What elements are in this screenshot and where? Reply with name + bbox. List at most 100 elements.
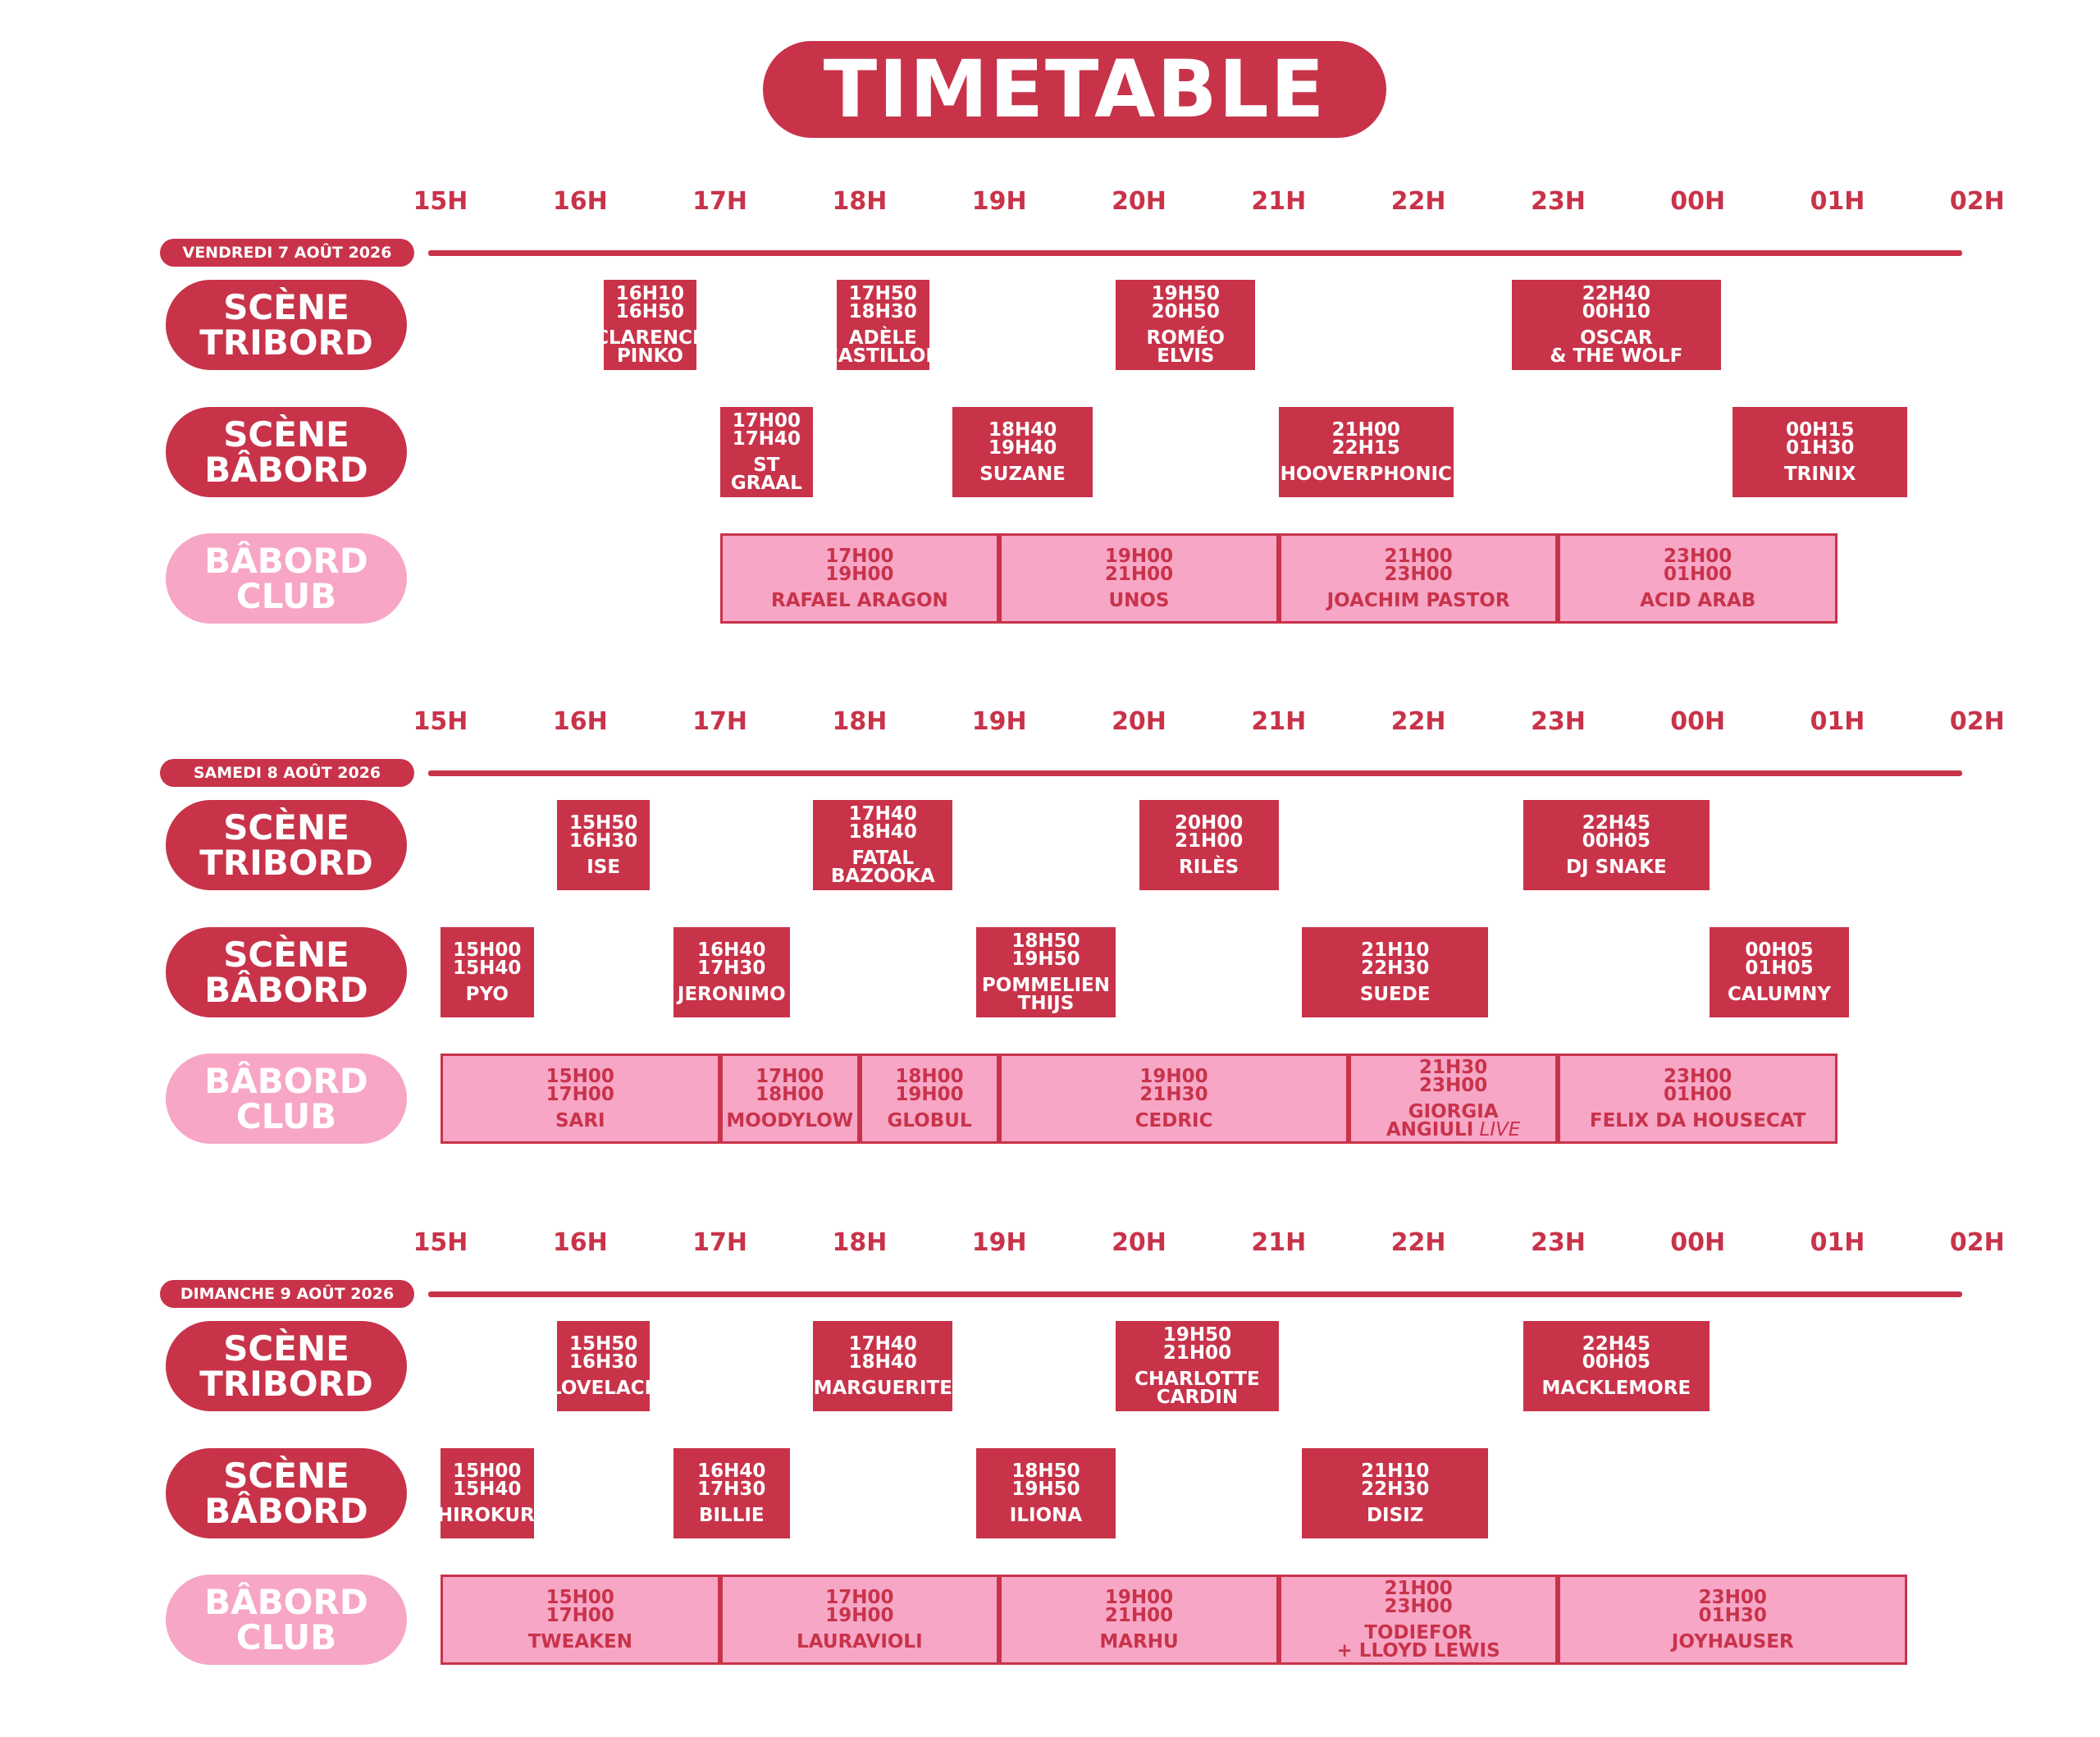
artist-name: FATAL BAZOOKA [831,849,935,886]
hour-label: 23H [1530,1228,1586,1257]
hour-label: 00H [1670,187,1726,216]
slot-start-time: 18H00 [895,1066,964,1087]
artist-name-text: OSCAR & THE WOLF [1550,327,1683,367]
artist-name: LOVELACE [557,1379,651,1398]
artist-name-text: MARHU [1099,1631,1179,1652]
slot-start-time: 22H40 [1582,283,1650,304]
artist-name-text: SARI [555,1110,605,1131]
artist-name: HOOVERPHONIC [1281,465,1452,484]
artist-name-text: GLOBUL [887,1110,972,1131]
day-date-label: SAMEDI 8 AOÛT 2026 [160,759,414,787]
day-date-label: VENDREDI 7 AOÛT 2026 [160,239,414,267]
slot-start-time: 20H00 [1175,812,1244,834]
hour-label: 20H [1112,187,1166,216]
artist-name: ISE [587,857,621,878]
slot-start-time: 23H00 [1664,546,1732,567]
day-date-label: DIMANCHE 9 AOÛT 2026 [160,1280,414,1308]
stage-label-line2: CLUB [235,576,337,616]
artist-name: GLOBUL [887,1110,972,1131]
artist-name-text: ILIONA [1009,1505,1083,1526]
slot-start-time: 19H00 [1104,1587,1174,1608]
performance-slot[interactable]: 15H0015H40SHIROKURO [441,1448,534,1538]
slot-start-time: 23H00 [1664,1066,1732,1087]
slot-end-time: 23H00 [1384,564,1453,585]
artist-name-text: TWEAKEN [527,1631,632,1652]
stage-label-line1: SCÈNE [223,1456,349,1496]
artist-name-text: MOODYLOW [726,1110,854,1131]
artist-name-text: SUEDE [1359,984,1431,1005]
slot-start-time: 17H00 [825,1587,894,1608]
slot-end-time: 17H00 [546,1605,614,1626]
artist-name: DISIZ [1367,1506,1423,1525]
slot-start-time: 21H30 [1419,1057,1488,1078]
slot-start-time: 19H00 [1104,546,1174,567]
slot-end-time: 21H00 [1104,564,1174,585]
stage-label-line2: TRIBORD [199,843,373,883]
artist-name-text: POMMELIEN THIJS [981,975,1110,1014]
page-title: TIMETABLE [823,43,1326,135]
slot-start-time: 17H00 [732,410,801,432]
hour-label: 16H [552,1228,608,1257]
artist-name-text: RILÈS [1179,857,1239,878]
artist-name-text: PYO [465,984,509,1005]
artist-name-text: ISE [587,857,621,878]
slot-start-time: 22H45 [1582,1333,1650,1355]
slot-start-time: 21H00 [1331,419,1400,441]
artist-name-text: JOACHIM PASTOR [1326,590,1510,611]
hour-label: 17H [692,187,748,216]
performance-slot[interactable]: 16H1016H50CLARENCE PINKO [603,280,697,370]
performance-slot[interactable]: 15H5016H30LOVELACE [556,1321,651,1411]
slot-end-time: 18H40 [848,821,917,843]
stage-label-line1: BÂBORD [204,541,368,581]
hour-label: 02H [1949,187,2005,216]
artist-name: MOODYLOW [726,1110,854,1131]
artist-name: JOACHIM PASTOR [1327,592,1510,610]
hour-label: 17H [692,1228,748,1257]
hour-label: 16H [552,187,608,216]
slot-end-time: 18H00 [756,1084,824,1105]
hour-label: 17H [692,707,748,736]
artist-name: ST GRAAL [724,456,810,493]
